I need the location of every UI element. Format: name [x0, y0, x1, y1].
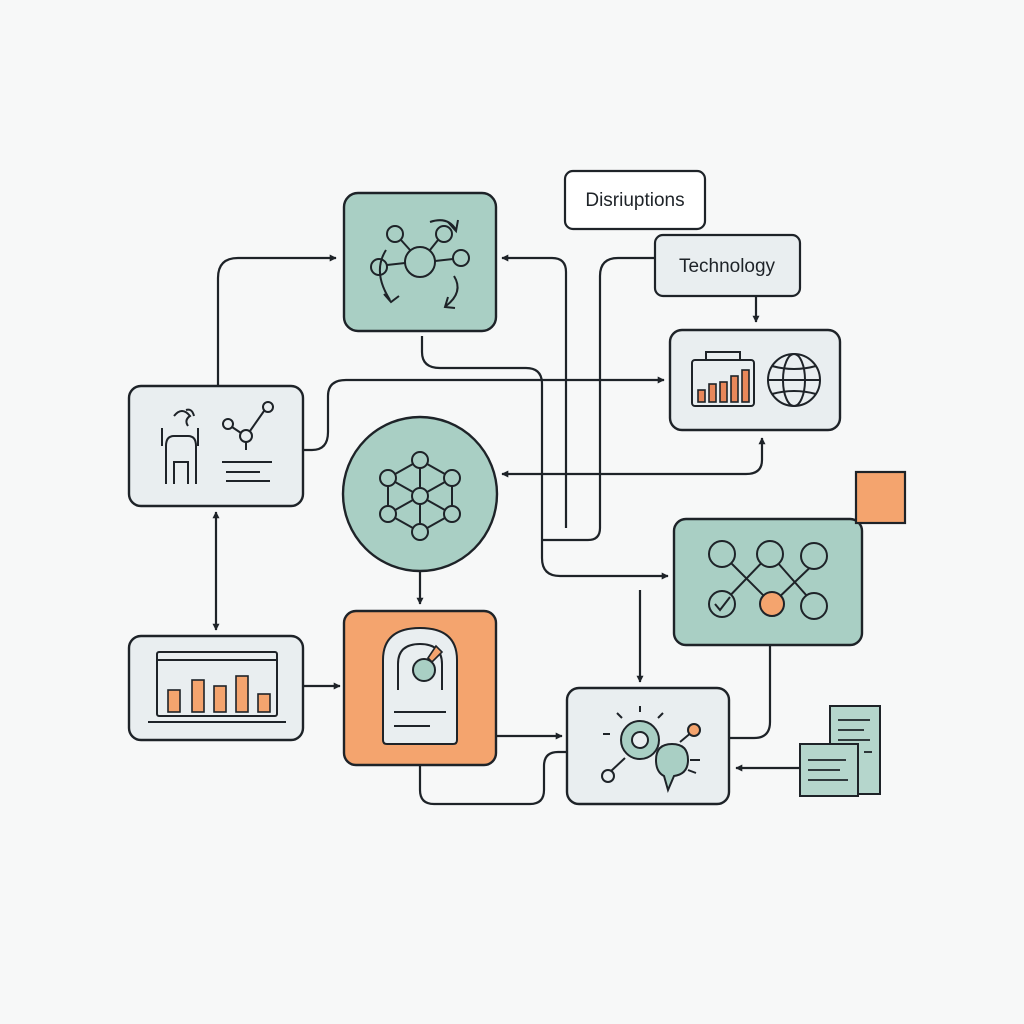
node-bar-chart-monitor — [127, 634, 305, 742]
cycle-network-icon — [370, 219, 470, 309]
document-icon — [799, 705, 881, 797]
edge-disriuptions-column-to-cycle — [501, 254, 568, 528]
node-analytics-globe — [668, 328, 842, 432]
hex-network-icon — [379, 451, 461, 541]
analytics-globe-icon — [691, 351, 821, 407]
people-network-icon — [161, 401, 274, 484]
edge-analytics-hex-bidirectional — [501, 437, 766, 478]
node-document — [799, 705, 881, 797]
label-disriuptions-text: Disriuptions — [585, 190, 684, 211]
edge-technology-side-line — [542, 256, 654, 542]
node-cycle-network — [342, 191, 498, 333]
node-insight-chat — [565, 686, 731, 806]
node-path-icon — [708, 540, 828, 620]
node-device-dial — [342, 609, 498, 767]
connectors — [212, 254, 800, 806]
insight-chat-icon — [601, 706, 701, 793]
edge-node-path-right-loop — [730, 646, 772, 740]
bar-chart-monitor-icon — [148, 651, 286, 723]
edge-people-to-analytics — [304, 376, 665, 452]
edge-cycle-to-node-path — [420, 336, 669, 580]
label-technology-text: Technology — [679, 256, 776, 277]
node-node-path — [672, 517, 864, 647]
node-hex-network — [341, 415, 499, 573]
edge-people-to-cycle — [216, 254, 337, 386]
orange-square-icon — [854, 470, 907, 525]
device-dial-icon — [382, 626, 458, 745]
label-disriuptions: Disriuptions — [563, 169, 707, 231]
edge-device-loop — [418, 750, 568, 806]
node-people-network — [127, 384, 305, 508]
label-technology: Technology — [653, 233, 802, 298]
